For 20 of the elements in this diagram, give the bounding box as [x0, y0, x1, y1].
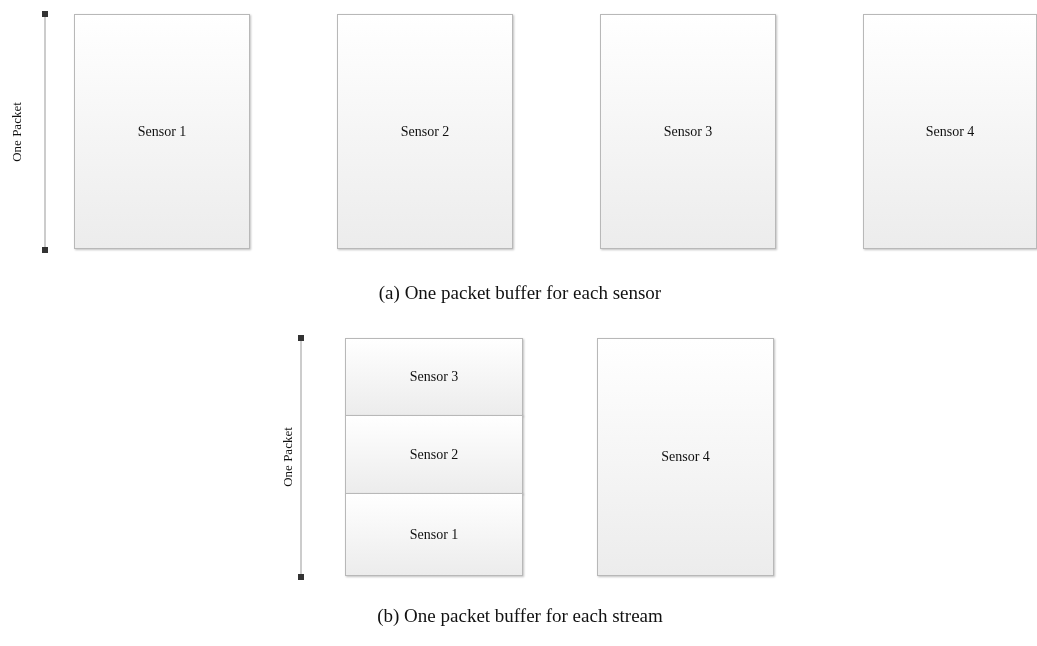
dimension-label: One Packet	[9, 102, 25, 162]
sensor-label: Sensor 4	[661, 449, 710, 465]
buffer-box	[600, 14, 776, 249]
sensor-label: Sensor 2	[400, 123, 450, 140]
sensor-label: Sensor 4	[925, 123, 975, 140]
sensor-label: Sensor 1	[137, 123, 187, 140]
caption: (b) One packet buffer for each stream	[377, 605, 663, 627]
buffer-box	[74, 14, 250, 249]
buffer-box	[345, 338, 523, 416]
sensor-label: Sensor 3	[663, 123, 713, 140]
caption: (a) One packet buffer for each sensor	[378, 282, 662, 304]
buffer-box	[345, 493, 523, 576]
buffer-box	[345, 415, 523, 494]
sensor-label: Sensor 2	[409, 446, 459, 463]
sensor-label: Sensor 1	[409, 526, 459, 543]
buffer-box	[597, 338, 774, 576]
buffer-box	[337, 14, 513, 249]
buffer-box	[863, 14, 1037, 249]
sensor-label: Sensor 3	[409, 369, 459, 385]
dimension-label: One Packet	[280, 427, 296, 487]
